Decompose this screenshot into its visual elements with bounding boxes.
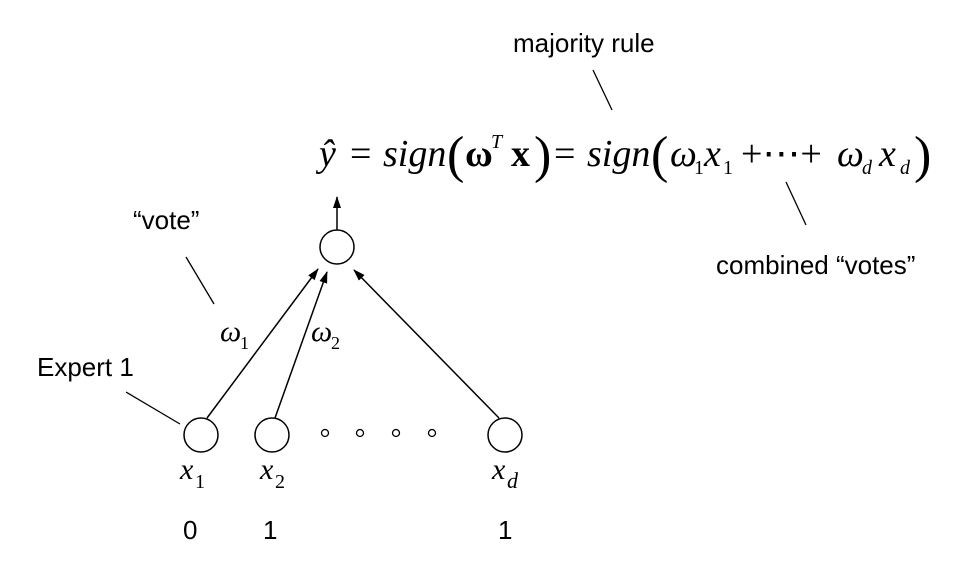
majority-rule-leader (592, 69, 613, 111)
weight-w1-sub: 1 (240, 333, 249, 353)
formula-equals-1: = (350, 133, 371, 175)
formula-x1: x (703, 133, 721, 175)
formula-paren-open-2: ( (651, 127, 668, 184)
formula-sub-1: 1 (694, 157, 704, 179)
input-value-x1: 0 (183, 515, 197, 545)
formula-sub-d: d (862, 157, 873, 179)
formula-paren-close-2: ) (914, 127, 931, 184)
formula-x-bold: x (511, 133, 530, 175)
edge-x1-output (206, 268, 319, 419)
output-node (319, 229, 355, 265)
input-node-x2 (254, 417, 290, 453)
formula-omega-bold: ω (465, 133, 493, 175)
input-value-x2: 1 (263, 515, 277, 545)
formula-yhat: ŷ (315, 133, 336, 175)
ellipsis-dot (320, 428, 330, 438)
formula-omega-d: ω (837, 133, 864, 175)
formula-sub-1b: 1 (723, 157, 733, 179)
formula-sup-T: T (491, 131, 504, 153)
formula-paren-close-1: ) (534, 127, 551, 184)
ellipsis-dot (427, 428, 437, 438)
formula-omega1: ω (670, 133, 697, 175)
edge-xd-output (353, 269, 500, 419)
input-label-x2: x (259, 453, 274, 486)
combined-votes-label: combined “votes” (716, 250, 915, 280)
input-label-x1: x (179, 453, 194, 486)
expert1-leader (125, 391, 181, 425)
input-node-x1 (183, 417, 219, 453)
ellipsis-dot (391, 428, 401, 438)
combined-votes-leader (785, 181, 807, 226)
weight-w2-sub: 2 (331, 333, 340, 353)
formula-paren-open-1: ( (447, 127, 464, 184)
formula-sub-db: d (900, 157, 911, 179)
formula-x-d: x (878, 133, 896, 175)
vote-label: “vote” (133, 205, 199, 235)
input-value-xd: 1 (498, 515, 512, 545)
expert1-label: Expert 1 (37, 352, 134, 382)
vote-leader (185, 256, 215, 305)
formula-equals-2: = (554, 133, 575, 175)
input-label-xd-sub: d (507, 468, 519, 493)
ellipsis-dot (355, 428, 365, 438)
weight-w2: ω (311, 315, 332, 348)
input-label-x1-sub: 1 (195, 471, 205, 493)
input-label-x2-sub: 2 (275, 471, 285, 493)
majority-rule-label: majority rule (513, 28, 655, 58)
formula-plus-dots-plus: +⋯+ (741, 133, 822, 175)
formula: ŷ = sign ( ω T x ) = sign ( ω 1 x 1 +⋯+ … (315, 127, 931, 184)
weight-w1: ω (220, 315, 241, 348)
formula-sign-2: sign (587, 133, 650, 175)
input-label-xd: x (491, 453, 506, 486)
edge-x2-output (274, 271, 328, 419)
input-node-xd (487, 417, 523, 453)
formula-sign-1: sign (383, 133, 446, 175)
